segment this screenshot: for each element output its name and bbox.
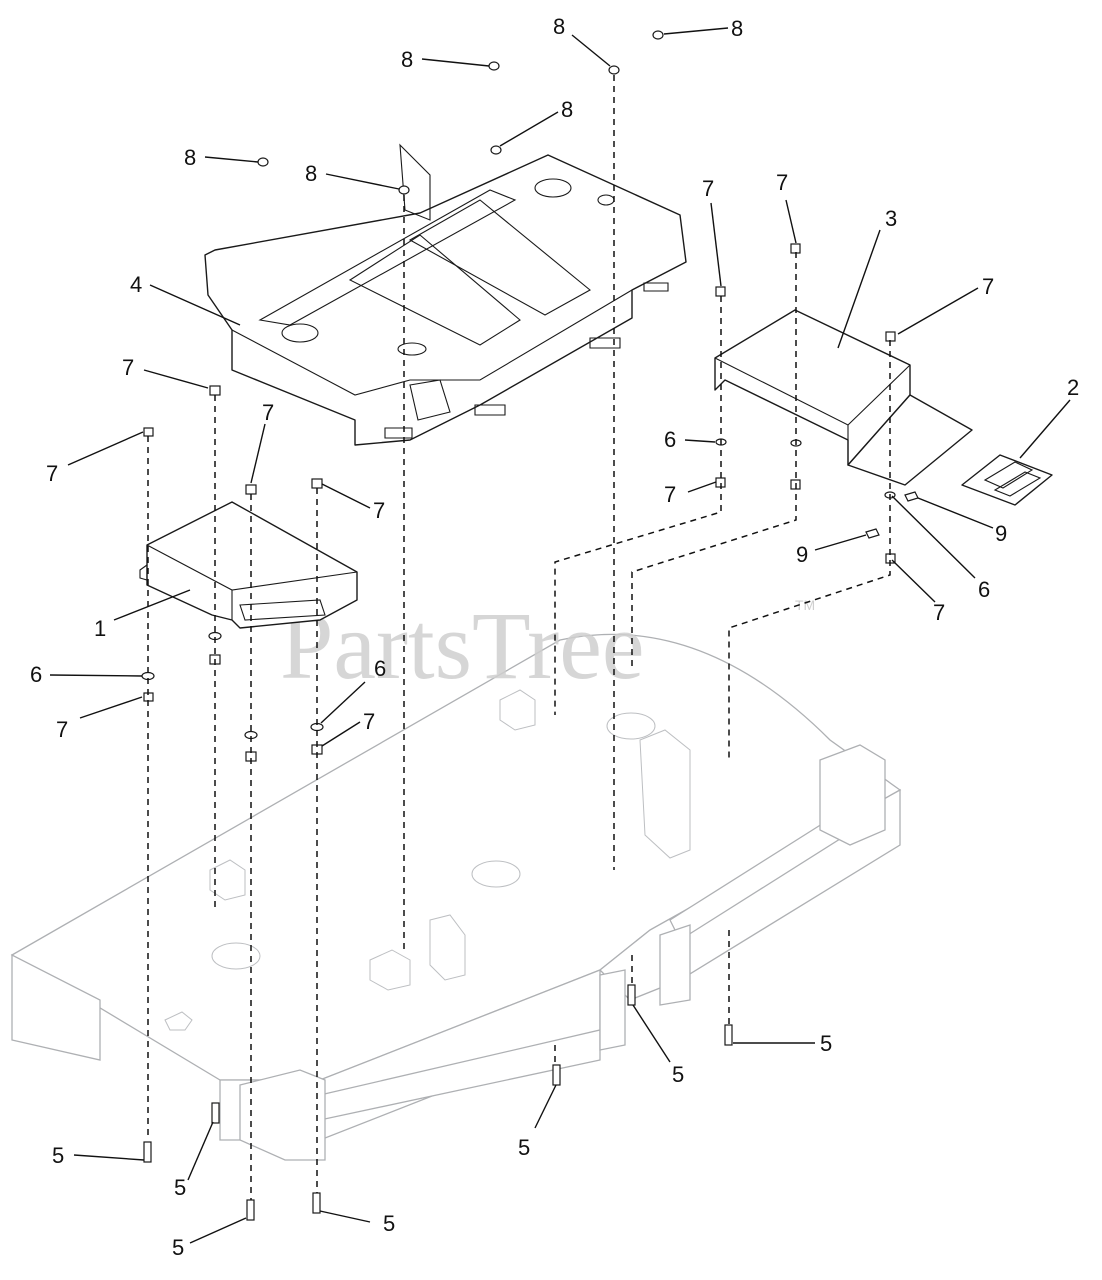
part-2-decal	[961, 454, 1053, 506]
callout-5: 5	[52, 1143, 64, 1168]
callout-9: 9	[995, 521, 1007, 546]
bolt-icon	[552, 1064, 561, 1086]
callout-7: 7	[982, 274, 994, 299]
clip-icon	[904, 491, 919, 502]
callout-8: 8	[731, 16, 743, 41]
bolt-icon	[724, 1024, 733, 1046]
screw-icon	[490, 145, 502, 155]
callout-7: 7	[363, 709, 375, 734]
callout-4: 4	[130, 272, 142, 297]
screw-icon	[257, 157, 269, 167]
bolt-icon	[246, 1199, 255, 1221]
callout-7: 7	[46, 461, 58, 486]
part-4-center-shield	[204, 143, 687, 446]
part-1-left-shield	[139, 501, 358, 629]
screw-icon	[398, 185, 410, 195]
callout-6: 6	[978, 577, 990, 602]
callout-6: 6	[374, 656, 386, 681]
alignment-lines	[147, 75, 891, 1200]
nut-icon	[311, 478, 323, 489]
callout-7: 7	[664, 482, 676, 507]
callout-5: 5	[672, 1062, 684, 1087]
callout-8: 8	[305, 161, 317, 186]
nut-icon	[715, 286, 726, 297]
callout-8: 8	[553, 14, 565, 39]
callout-5: 5	[518, 1135, 530, 1160]
nut-icon	[143, 427, 154, 437]
callout-7: 7	[122, 355, 134, 380]
bolt-icon	[627, 984, 636, 1006]
clip-icon	[865, 528, 880, 539]
callout-7: 7	[776, 170, 788, 195]
nut-icon	[245, 484, 257, 495]
callout-6: 6	[30, 662, 42, 687]
callout-numbers: 8 8 8 8 8 8 4 7 7 7 7 7 7 7 7 7 7 7 3 2 …	[30, 14, 1079, 1260]
callout-6: 6	[664, 427, 676, 452]
nut-icon	[209, 385, 221, 396]
nut-icon	[790, 243, 801, 254]
mower-deck	[10, 633, 902, 1161]
callout-7: 7	[933, 600, 945, 625]
callout-1: 1	[94, 616, 106, 641]
watermark-tm: TM	[795, 597, 815, 613]
bolt-icon	[211, 1102, 220, 1124]
callout-8: 8	[561, 97, 573, 122]
part-3-right-shield	[714, 309, 973, 486]
nut-icon	[885, 331, 896, 342]
callout-5: 5	[383, 1211, 395, 1236]
callout-2: 2	[1067, 375, 1079, 400]
screw-icon	[652, 30, 664, 40]
leader-lines	[49, 27, 1071, 1244]
screw-icon	[608, 65, 620, 75]
callout-5: 5	[820, 1031, 832, 1056]
callout-7: 7	[56, 717, 68, 742]
callout-7: 7	[262, 400, 274, 425]
bolt-icon	[143, 1141, 152, 1163]
callout-3: 3	[885, 206, 897, 231]
screw-icon	[488, 61, 500, 71]
bolt-icon	[312, 1192, 321, 1214]
watermark-text: PartsTree	[280, 592, 644, 699]
watermark: PartsTree TM	[280, 592, 815, 699]
callout-9: 9	[796, 542, 808, 567]
callout-8: 8	[401, 47, 413, 72]
callout-5: 5	[172, 1235, 184, 1260]
callout-7: 7	[373, 498, 385, 523]
callout-5: 5	[174, 1175, 186, 1200]
callout-7: 7	[702, 176, 714, 201]
callout-8: 8	[184, 145, 196, 170]
